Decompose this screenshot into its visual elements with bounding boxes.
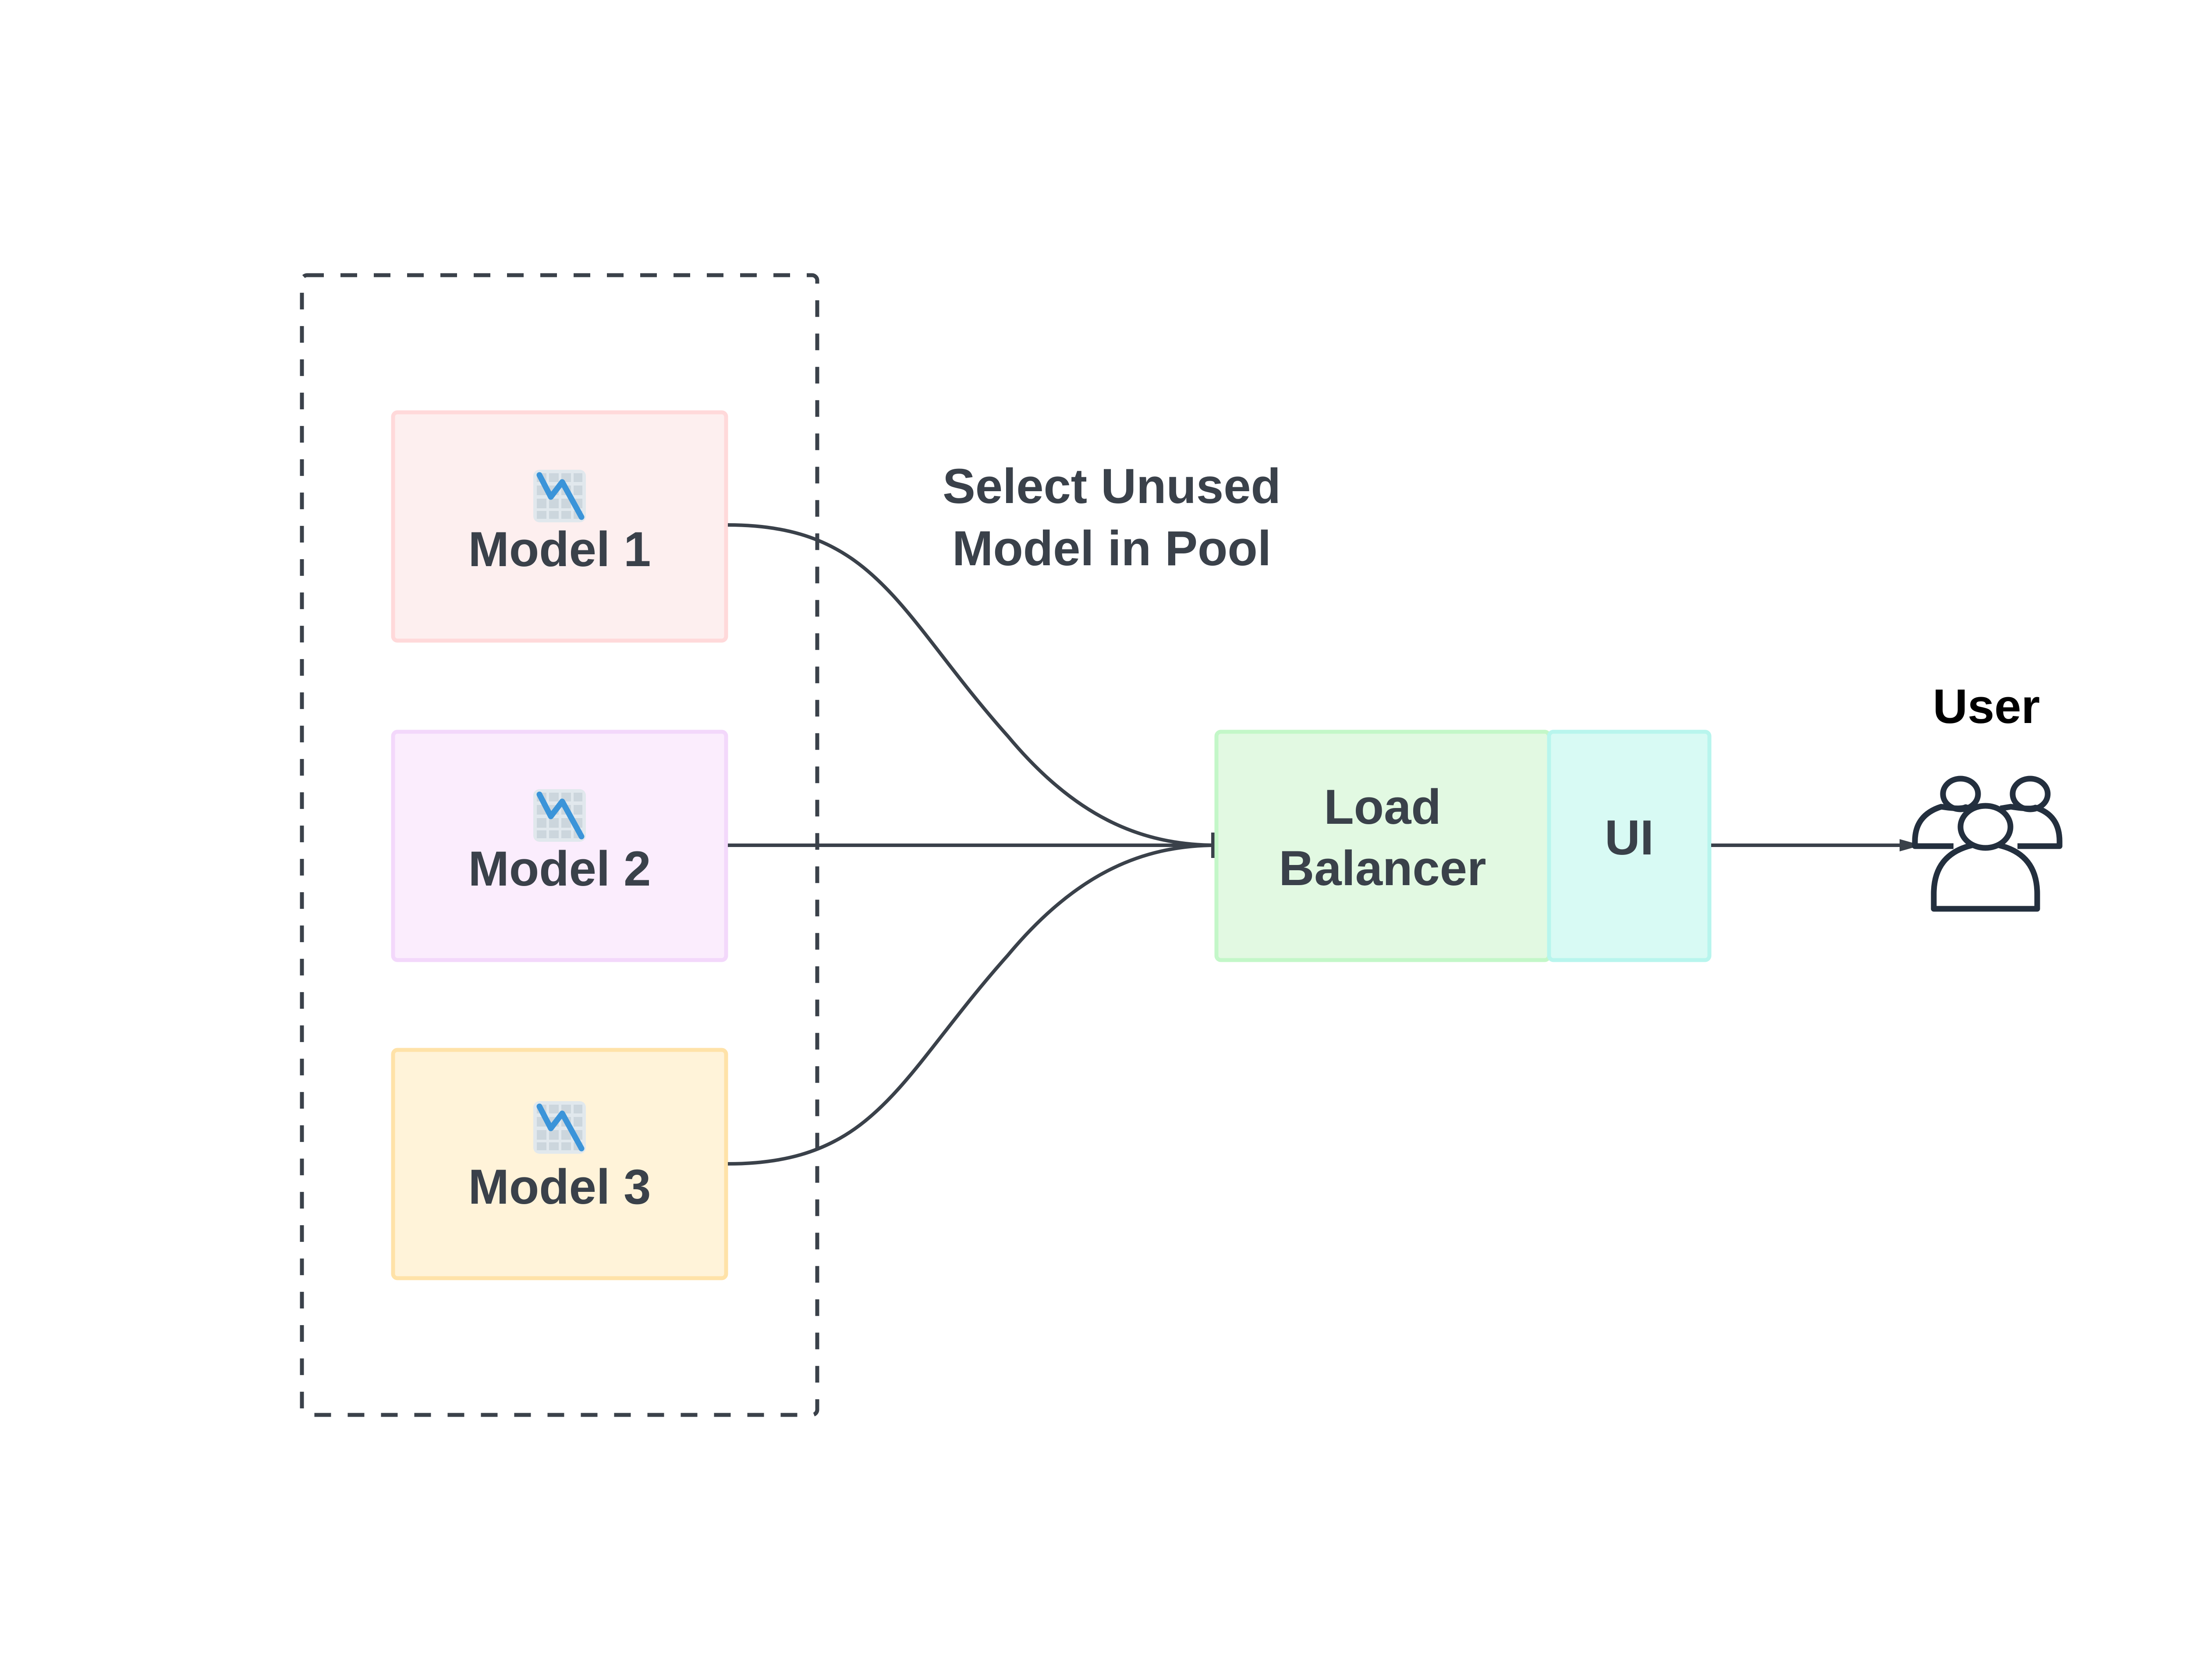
model-3-label: Model 3 [468,1159,651,1214]
edge-model-3-to-load-balancer [727,844,1217,1166]
model-2-label: Model 2 [468,841,651,896]
annotation-line-1: Select Unused [943,459,1281,514]
chart-decreasing-icon [533,789,586,842]
model-3-node[interactable]: Model 3 [391,1048,728,1280]
users-group-icon [1912,776,2063,912]
ui-box [1547,730,1712,962]
ui-node[interactable]: UI [1547,730,1712,962]
model-1-node[interactable]: Model 1 [391,410,728,643]
chart-decreasing-icon [533,470,586,522]
model-2-node[interactable]: Model 2 [391,730,728,962]
user-label: User [1933,680,2040,734]
load-balancer-label-line-2: Balancer [1279,841,1486,896]
model-1-box [391,410,728,643]
load-balancer-node[interactable]: Load Balancer [1214,730,1551,962]
chart-decreasing-icon [533,1101,586,1154]
model-2-box [391,730,728,962]
load-balancer-label-line-1: Load [1324,780,1441,834]
edge-model-1-to-load-balancer [727,523,1217,847]
ui-label: UI [1605,810,1654,865]
arrowhead-icon [1900,839,1922,851]
model-3-box [391,1048,728,1280]
annotation-line-2: Model in Pool [952,521,1271,576]
model-1-label: Model 1 [468,522,651,577]
